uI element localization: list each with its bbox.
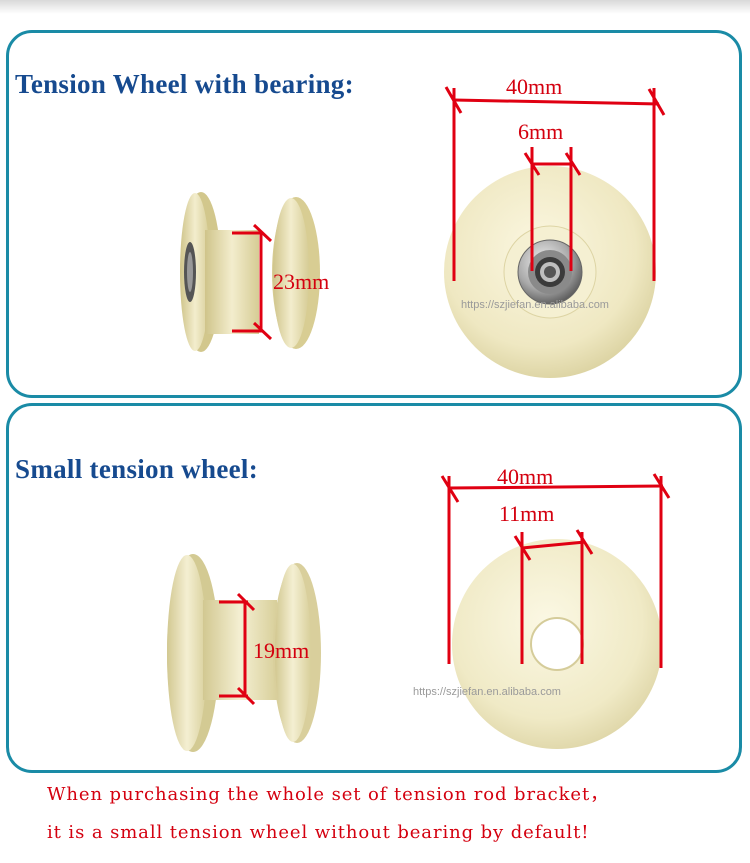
- bore-diameter-label: 11mm: [499, 501, 554, 526]
- side-view-wheel: [180, 192, 320, 352]
- width-dimension-lines: [219, 592, 256, 706]
- side-view-wheel: [167, 554, 321, 752]
- watermark: https://szjiefan.en.alibaba.com: [413, 686, 561, 698]
- note-line-1: When purchasing the whole set of tension…: [47, 784, 609, 805]
- front-view-wheel: [444, 166, 656, 378]
- top-shadow-bar: [0, 0, 750, 14]
- section-heading: Small tension wheel:: [15, 454, 259, 484]
- note-line-2: it is a small tension wheel without bear…: [47, 822, 590, 843]
- diameter-dimension-lines: [444, 86, 666, 281]
- panel-tension-wheel-with-bearing: Tension Wheel with bearing:: [6, 30, 742, 398]
- front-view-wheel: [452, 539, 662, 749]
- diameter-dimension-lines: [440, 473, 671, 668]
- section-heading: Tension Wheel with bearing:: [15, 69, 354, 99]
- bore-diameter-label: 6mm: [518, 119, 563, 144]
- outer-diameter-label: 40mm: [506, 74, 562, 99]
- width-dimension-lines: [232, 223, 273, 341]
- panel-small-tension-wheel: Small tension wheel:: [6, 403, 742, 773]
- width-dimension-label: 19mm: [253, 638, 309, 663]
- bearing-wheel-illustration: 23mm 40mm 6mm https://szjiefan.en.alib: [180, 74, 666, 378]
- bore-hole-icon: [530, 617, 584, 671]
- outer-diameter-label: 40mm: [497, 464, 553, 489]
- watermark: https://szjiefan.en.alibaba.com: [461, 299, 609, 311]
- width-dimension-label: 23mm: [273, 269, 329, 294]
- small-wheel-illustration: 19mm 40mm 11mm https://szjiefan.en.aliba…: [167, 464, 671, 752]
